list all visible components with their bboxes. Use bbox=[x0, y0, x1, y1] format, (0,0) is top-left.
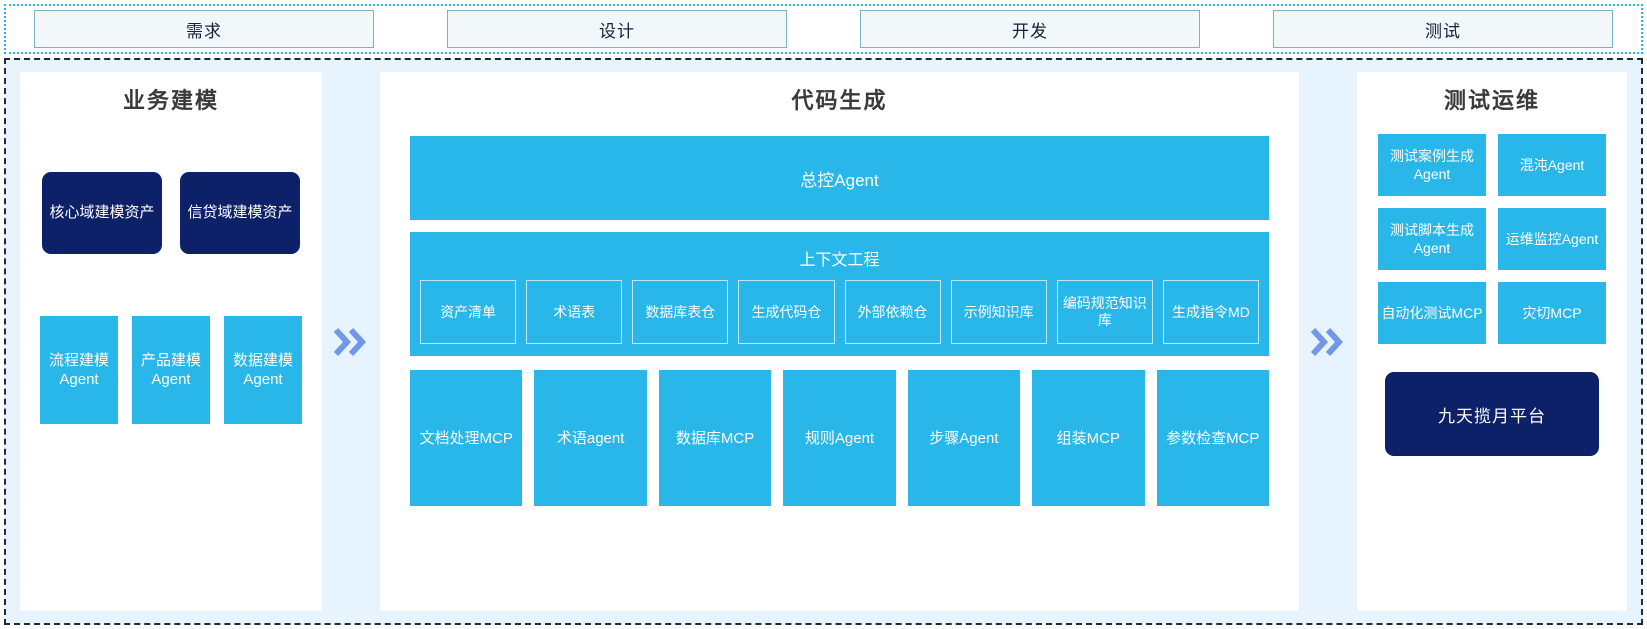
context-item-generated-code-repo[interactable]: 生成代码仓 bbox=[738, 280, 835, 345]
context-item-db-table-repo[interactable]: 数据库表仓 bbox=[632, 280, 729, 345]
panel-code-generation: 代码生成 总控Agent 上下文工程 资产清单 术语表 数据库表仓 bbox=[380, 72, 1299, 611]
context-engineering-block: 上下文工程 资产清单 术语表 数据库表仓 生成代码仓 外部依赖仓 bbox=[410, 232, 1269, 357]
testops-card-label: 自动化测试MCP bbox=[1381, 305, 1483, 322]
context-item-label: 资产清单 bbox=[440, 303, 497, 320]
tool-card-assembly-mcp[interactable]: 组装MCP bbox=[1032, 370, 1145, 507]
testops-card-disaster-switch-mcp[interactable]: 灾切MCP bbox=[1498, 282, 1606, 345]
panel-title-business-modeling: 业务建模 bbox=[122, 88, 219, 113]
tool-card-label: 术语agent bbox=[556, 429, 625, 447]
platform-card-label: 九天揽月平台 bbox=[1438, 406, 1546, 426]
phase-label: 测试 bbox=[1425, 21, 1461, 41]
phase-tab-testing[interactable]: 测试 bbox=[1273, 10, 1613, 48]
context-item-glossary[interactable]: 术语表 bbox=[526, 280, 623, 345]
context-item-label: 示例知识库 bbox=[963, 303, 1034, 320]
chevron-right-icon-right bbox=[1299, 72, 1357, 611]
phase-tab-requirements[interactable]: 需求 bbox=[34, 10, 374, 48]
context-item-label: 数据库表仓 bbox=[645, 303, 716, 320]
testops-card-label: 运维监控Agent bbox=[1505, 231, 1599, 248]
asset-card-credit-domain[interactable]: 信贷域建模资产 bbox=[180, 172, 300, 255]
agent-card-process-modeling[interactable]: 流程建模Agent bbox=[40, 316, 118, 425]
tool-card-rule-agent[interactable]: 规则Agent bbox=[783, 370, 896, 507]
context-item-label: 编码规范知识库 bbox=[1062, 294, 1147, 329]
tool-card-parameter-check-mcp[interactable]: 参数检查MCP bbox=[1156, 370, 1269, 507]
tool-card-label: 数据库MCP bbox=[675, 429, 755, 447]
context-item-coding-standard-kb[interactable]: 编码规范知识库 bbox=[1056, 280, 1153, 345]
asset-card-label: 信贷域建模资产 bbox=[187, 204, 293, 222]
testops-card-label: 测试案例生成Agent bbox=[1390, 148, 1474, 183]
phase-strip: 需求 设计 开发 测试 bbox=[4, 4, 1643, 54]
context-item-generation-instruction-md[interactable]: 生成指令MD bbox=[1162, 280, 1259, 345]
tool-card-label: 文档处理MCP bbox=[419, 429, 513, 447]
context-item-label: 生成代码仓 bbox=[751, 303, 822, 320]
testops-card-label: 灾切MCP bbox=[1522, 305, 1582, 322]
master-control-agent-bar[interactable]: 总控Agent bbox=[410, 136, 1269, 221]
asset-card-label: 核心域建模资产 bbox=[49, 204, 155, 222]
testops-card-label: 混沌Agent bbox=[1519, 157, 1585, 174]
context-item-asset-inventory[interactable]: 资产清单 bbox=[420, 280, 517, 345]
panel-title-code-generation: 代码生成 bbox=[791, 88, 888, 113]
testops-card-test-script-generation-agent[interactable]: 测试脚本生成Agent bbox=[1378, 208, 1486, 271]
context-item-external-deps-repo[interactable]: 外部依赖仓 bbox=[844, 280, 941, 345]
tool-card-label: 规则Agent bbox=[804, 429, 875, 447]
asset-card-core-domain[interactable]: 核心域建模资产 bbox=[42, 172, 162, 255]
agent-card-label: 产品建模Agent bbox=[140, 351, 201, 389]
phase-label: 需求 bbox=[186, 21, 222, 41]
tool-card-document-processing-mcp[interactable]: 文档处理MCP bbox=[410, 370, 523, 507]
tool-card-step-agent[interactable]: 步骤Agent bbox=[907, 370, 1021, 507]
panel-title-test-ops: 测试运维 bbox=[1443, 88, 1540, 113]
tool-card-database-mcp[interactable]: 数据库MCP bbox=[658, 370, 772, 507]
agent-card-data-modeling[interactable]: 数据建模Agent bbox=[224, 316, 302, 425]
phase-tab-development[interactable]: 开发 bbox=[860, 10, 1200, 48]
agent-card-product-modeling[interactable]: 产品建模Agent bbox=[132, 316, 210, 425]
panel-test-ops: 测试运维 测试案例生成Agent 混沌Agent 测试脚本生成Agent 运维监… bbox=[1357, 72, 1627, 611]
business-modeling-assets-row: 核心域建模资产 信贷域建模资产 bbox=[32, 172, 310, 255]
context-item-label: 术语表 bbox=[553, 303, 596, 320]
context-engineering-title: 上下文工程 bbox=[799, 252, 880, 270]
tool-card-label: 步骤Agent bbox=[929, 429, 999, 447]
tool-card-glossary-agent[interactable]: 术语agent bbox=[534, 370, 647, 507]
tool-card-label: 参数检查MCP bbox=[1166, 429, 1260, 447]
chevron-right-icon-left bbox=[322, 72, 380, 611]
code-generation-tools-grid: 文档处理MCP 术语agent 数据库MCP 规则Agent 步骤Agent 组… bbox=[410, 370, 1269, 507]
panel-business-modeling: 业务建模 核心域建模资产 信贷域建模资产 流程建模Agent 产品建模Agent… bbox=[20, 72, 322, 611]
phase-label: 设计 bbox=[599, 21, 635, 41]
context-item-label: 生成指令MD bbox=[1172, 303, 1250, 320]
context-item-label: 外部依赖仓 bbox=[857, 303, 928, 320]
testops-card-ops-monitoring-agent[interactable]: 运维监控Agent bbox=[1498, 208, 1606, 271]
test-ops-cards-grid: 测试案例生成Agent 混沌Agent 测试脚本生成Agent 运维监控Agen… bbox=[1369, 134, 1615, 345]
testops-card-test-case-generation-agent[interactable]: 测试案例生成Agent bbox=[1378, 134, 1486, 197]
agent-card-label: 数据建模Agent bbox=[232, 351, 293, 389]
platform-card-jiutian-lanyue[interactable]: 九天揽月平台 bbox=[1385, 372, 1599, 457]
context-item-example-knowledge-base[interactable]: 示例知识库 bbox=[950, 280, 1047, 345]
phase-tab-design[interactable]: 设计 bbox=[447, 10, 787, 48]
tool-card-label: 组装MCP bbox=[1056, 429, 1120, 447]
phase-label: 开发 bbox=[1012, 21, 1048, 41]
master-control-agent-label: 总控Agent bbox=[800, 170, 879, 190]
agent-card-label: 流程建模Agent bbox=[48, 351, 109, 389]
testops-card-automated-test-mcp[interactable]: 自动化测试MCP bbox=[1378, 282, 1486, 345]
diagram-body: 业务建模 核心域建模资产 信贷域建模资产 流程建模Agent 产品建模Agent… bbox=[4, 58, 1643, 625]
business-modeling-agents-row: 流程建模Agent 产品建模Agent 数据建模Agent bbox=[32, 316, 310, 425]
context-engineering-grid: 资产清单 术语表 数据库表仓 生成代码仓 外部依赖仓 示例知 bbox=[420, 280, 1259, 345]
testops-card-label: 测试脚本生成Agent bbox=[1390, 222, 1474, 257]
testops-card-chaos-agent[interactable]: 混沌Agent bbox=[1498, 134, 1606, 197]
